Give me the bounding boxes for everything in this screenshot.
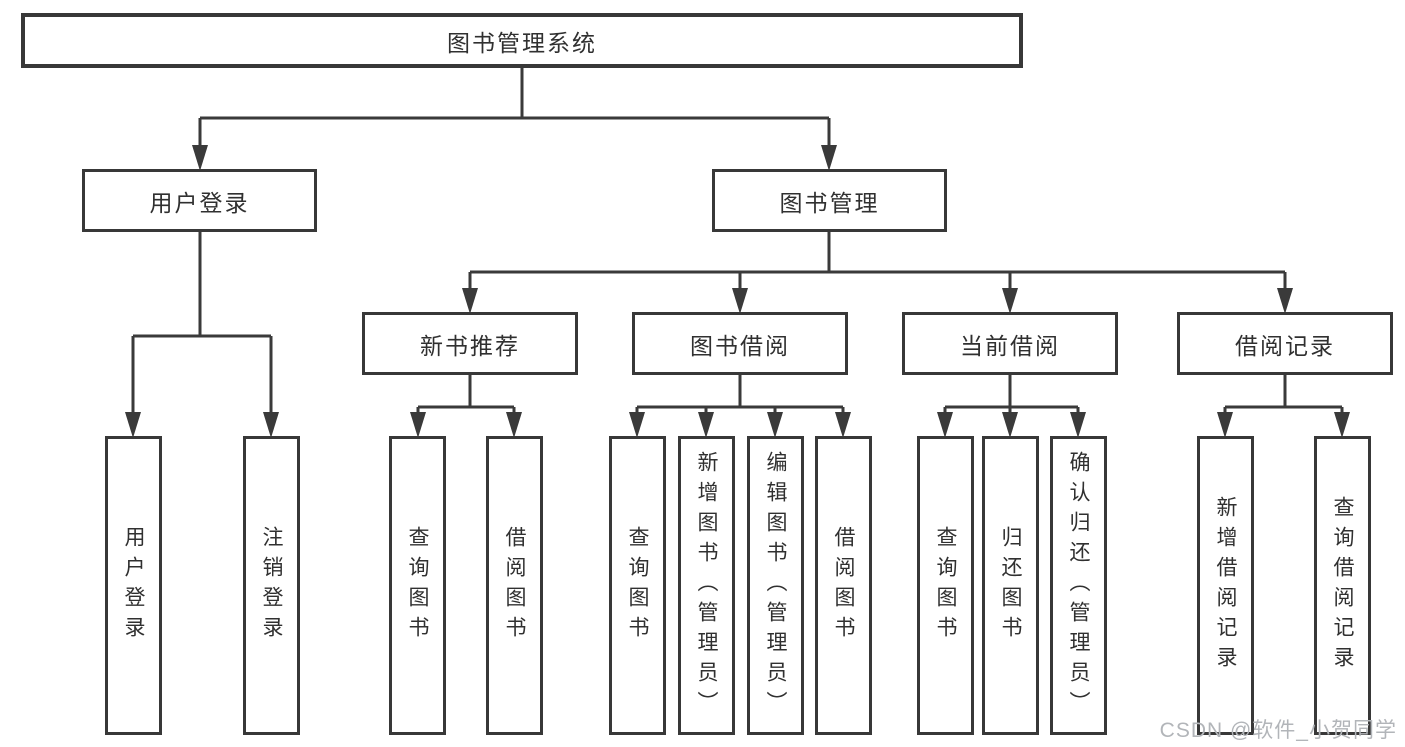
arrow-down-icon — [410, 412, 426, 438]
node-book-borrowing: 图书借阅 — [632, 312, 848, 375]
arrow-down-icon — [835, 412, 851, 438]
arrow-down-icon — [1002, 412, 1018, 438]
arrow-down-icon — [1217, 412, 1233, 438]
arrow-down-icon — [1002, 288, 1018, 314]
leaf-user-login: 用户登录 — [105, 436, 162, 735]
leaf-label: 借阅图书 — [832, 525, 855, 646]
edge-newbook-to-leaves — [416, 375, 516, 416]
leaf-label: 查询借阅记录 — [1331, 495, 1354, 676]
leaf-label: 编辑图书（管理员） — [764, 450, 787, 721]
leaf-label: 确认归还（管理员） — [1067, 450, 1090, 721]
arrow-down-icon — [937, 412, 953, 438]
edge-bookborrow-to-leaves — [635, 375, 845, 416]
leaf-label: 新增图书（管理员） — [695, 450, 718, 721]
arrow-down-icon — [698, 412, 714, 438]
leaf-current-query-books: 查询图书 — [917, 436, 974, 735]
arrow-down-icon — [462, 288, 478, 314]
leaf-label: 借阅图书 — [503, 525, 526, 646]
arrow-down-icon — [1070, 412, 1086, 438]
node-new-book-recommend: 新书推荐 — [362, 312, 578, 375]
arrow-down-icon — [125, 412, 141, 438]
leaf-label: 归还图书 — [999, 525, 1022, 646]
node-borrowing-records: 借阅记录 — [1177, 312, 1393, 375]
arrow-down-icon — [506, 412, 522, 438]
leaf-borrow-query-books: 查询图书 — [609, 436, 666, 735]
arrow-down-icon — [263, 412, 279, 438]
node-current-borrowing: 当前借阅 — [902, 312, 1118, 375]
arrow-down-icon — [732, 288, 748, 314]
csdn-watermark: CSDN @软件_小贺同学 — [1159, 719, 1397, 742]
edge-borrowrecord-to-leaves — [1223, 375, 1344, 416]
arrow-down-icon — [629, 412, 645, 438]
arrow-down-icon — [767, 412, 783, 438]
edge-bookmgmt-to-level3 — [468, 232, 1287, 292]
node-book-management: 图书管理 — [712, 169, 947, 232]
leaf-newbook-borrow-books: 借阅图书 — [486, 436, 543, 735]
leaf-label: 新增借阅记录 — [1214, 495, 1237, 676]
edge-root-to-level2 — [198, 68, 831, 150]
leaf-label: 注销登录 — [260, 525, 283, 646]
connector-edges — [131, 68, 1344, 416]
leaf-label: 查询图书 — [934, 525, 957, 646]
edge-currentborrow-to-leaves — [943, 375, 1080, 416]
arrow-down-icon — [821, 145, 837, 171]
leaf-newbook-query-books: 查询图书 — [389, 436, 446, 735]
leaf-borrow-edit-books-admin: 编辑图书（管理员） — [747, 436, 804, 735]
arrow-down-icon — [1277, 288, 1293, 314]
leaf-label: 查询图书 — [406, 525, 429, 646]
leaf-borrow-borrow-books: 借阅图书 — [815, 436, 872, 735]
leaf-current-return-books: 归还图书 — [982, 436, 1039, 735]
leaf-borrow-add-books-admin: 新增图书（管理员） — [678, 436, 735, 735]
leaf-label: 用户登录 — [122, 525, 145, 646]
arrowhead-icons — [125, 145, 1350, 438]
edge-userlogin-to-leaves — [131, 232, 273, 416]
leaf-record-add-borrow-record: 新增借阅记录 — [1197, 436, 1254, 735]
leaf-label: 查询图书 — [626, 525, 649, 646]
arrow-down-icon — [1334, 412, 1350, 438]
leaf-logout: 注销登录 — [243, 436, 300, 735]
node-user-login: 用户登录 — [82, 169, 317, 232]
leaf-current-confirm-return-admin: 确认归还（管理员） — [1050, 436, 1107, 735]
arrow-down-icon — [192, 145, 208, 171]
node-library-management-system: 图书管理系统 — [21, 13, 1023, 68]
leaf-record-query-borrow-record: 查询借阅记录 — [1314, 436, 1371, 735]
